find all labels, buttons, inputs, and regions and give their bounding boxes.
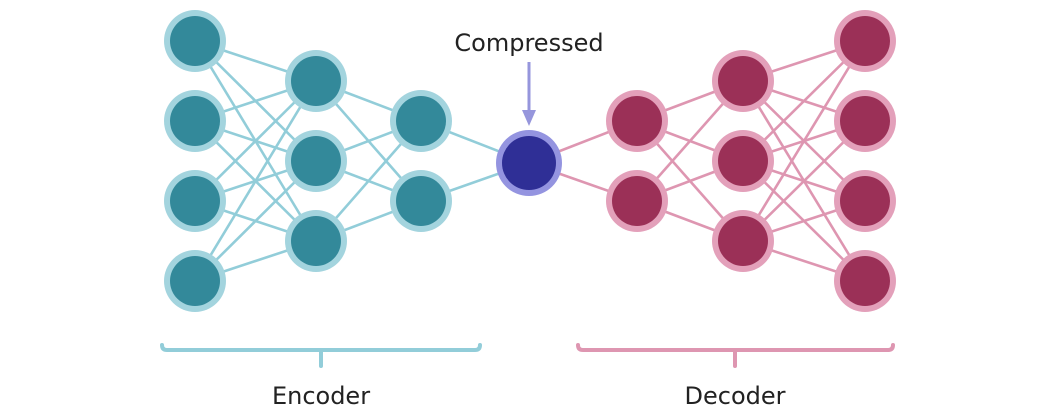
connection-line bbox=[741, 40, 867, 242]
decoder-node bbox=[712, 130, 774, 192]
decoder-node bbox=[712, 210, 774, 272]
decoder-node bbox=[606, 170, 668, 232]
decoder-bracket bbox=[576, 343, 895, 368]
encoder-node bbox=[164, 10, 226, 72]
encoder-node bbox=[285, 210, 347, 272]
encoder-node bbox=[285, 130, 347, 192]
decoder-node bbox=[834, 170, 896, 232]
encoder-node bbox=[164, 170, 226, 232]
connection-line bbox=[193, 80, 318, 282]
decoder-node bbox=[606, 90, 668, 152]
compressed-label: Compressed bbox=[454, 29, 603, 57]
bottleneck-node bbox=[496, 130, 562, 196]
decoder-node bbox=[834, 90, 896, 152]
encoder-node bbox=[164, 250, 226, 312]
neurons bbox=[164, 10, 896, 312]
compressed-arrow bbox=[522, 62, 536, 126]
encoder-node bbox=[285, 50, 347, 112]
decoder-node bbox=[712, 50, 774, 112]
decoder-node bbox=[834, 250, 896, 312]
encoder-node bbox=[164, 90, 226, 152]
encoder-bracket bbox=[160, 343, 482, 368]
encoder-node bbox=[390, 170, 452, 232]
decoder-node bbox=[834, 10, 896, 72]
decoder-label: Decoder bbox=[685, 382, 786, 410]
encoder-node bbox=[390, 90, 452, 152]
encoder-label: Encoder bbox=[272, 382, 370, 410]
